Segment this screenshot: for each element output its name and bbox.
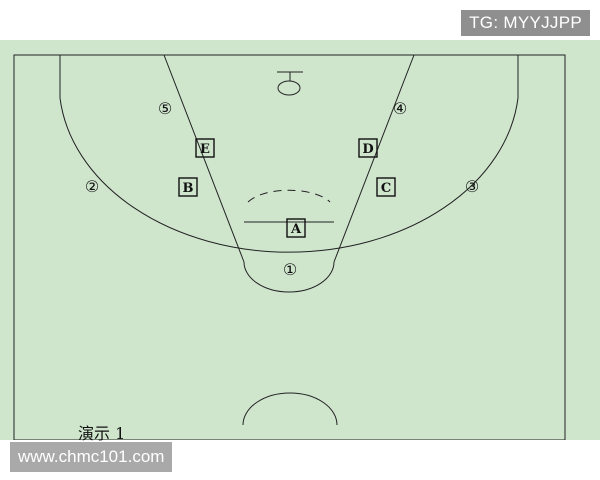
lane-bottom-arc (243, 261, 335, 293)
diagram-caption: 演示 1 (78, 424, 126, 443)
lane-line-right (333, 54, 415, 263)
court-area: A B C D E ① ② ③ ④ ⑤ 演示 1 (0, 40, 600, 443)
defender-e: E (195, 138, 215, 158)
basket-rim (277, 80, 301, 96)
defender-a: A (286, 218, 306, 238)
svg-text:C: C (381, 181, 391, 196)
offense-player-4: ④ (393, 99, 407, 118)
offense-player-3: ③ (465, 177, 479, 196)
defender-d: D (358, 138, 378, 158)
lane-line-left (163, 54, 245, 263)
svg-text:B: B (183, 181, 194, 196)
offense-player-5: ⑤ (158, 99, 172, 118)
three-point-line (59, 55, 519, 253)
offense-player-1: ① (283, 260, 297, 279)
svg-text:A: A (290, 222, 302, 237)
defender-c: C (376, 177, 396, 197)
defender-b: B (178, 177, 198, 197)
svg-text:E: E (200, 142, 210, 157)
watermark-top-right: TG: MYYJJPP (461, 10, 590, 36)
basketball-half-court: A B C D E ① ② ③ ④ ⑤ (13, 54, 566, 440)
free-throw-dashed-arc (247, 189, 331, 203)
court-boundary (13, 54, 566, 440)
offense-player-2: ② (85, 177, 99, 196)
svg-text:D: D (362, 142, 373, 157)
watermark-bottom-left: www.chmc101.com (10, 442, 173, 472)
center-circle-half (242, 392, 338, 426)
